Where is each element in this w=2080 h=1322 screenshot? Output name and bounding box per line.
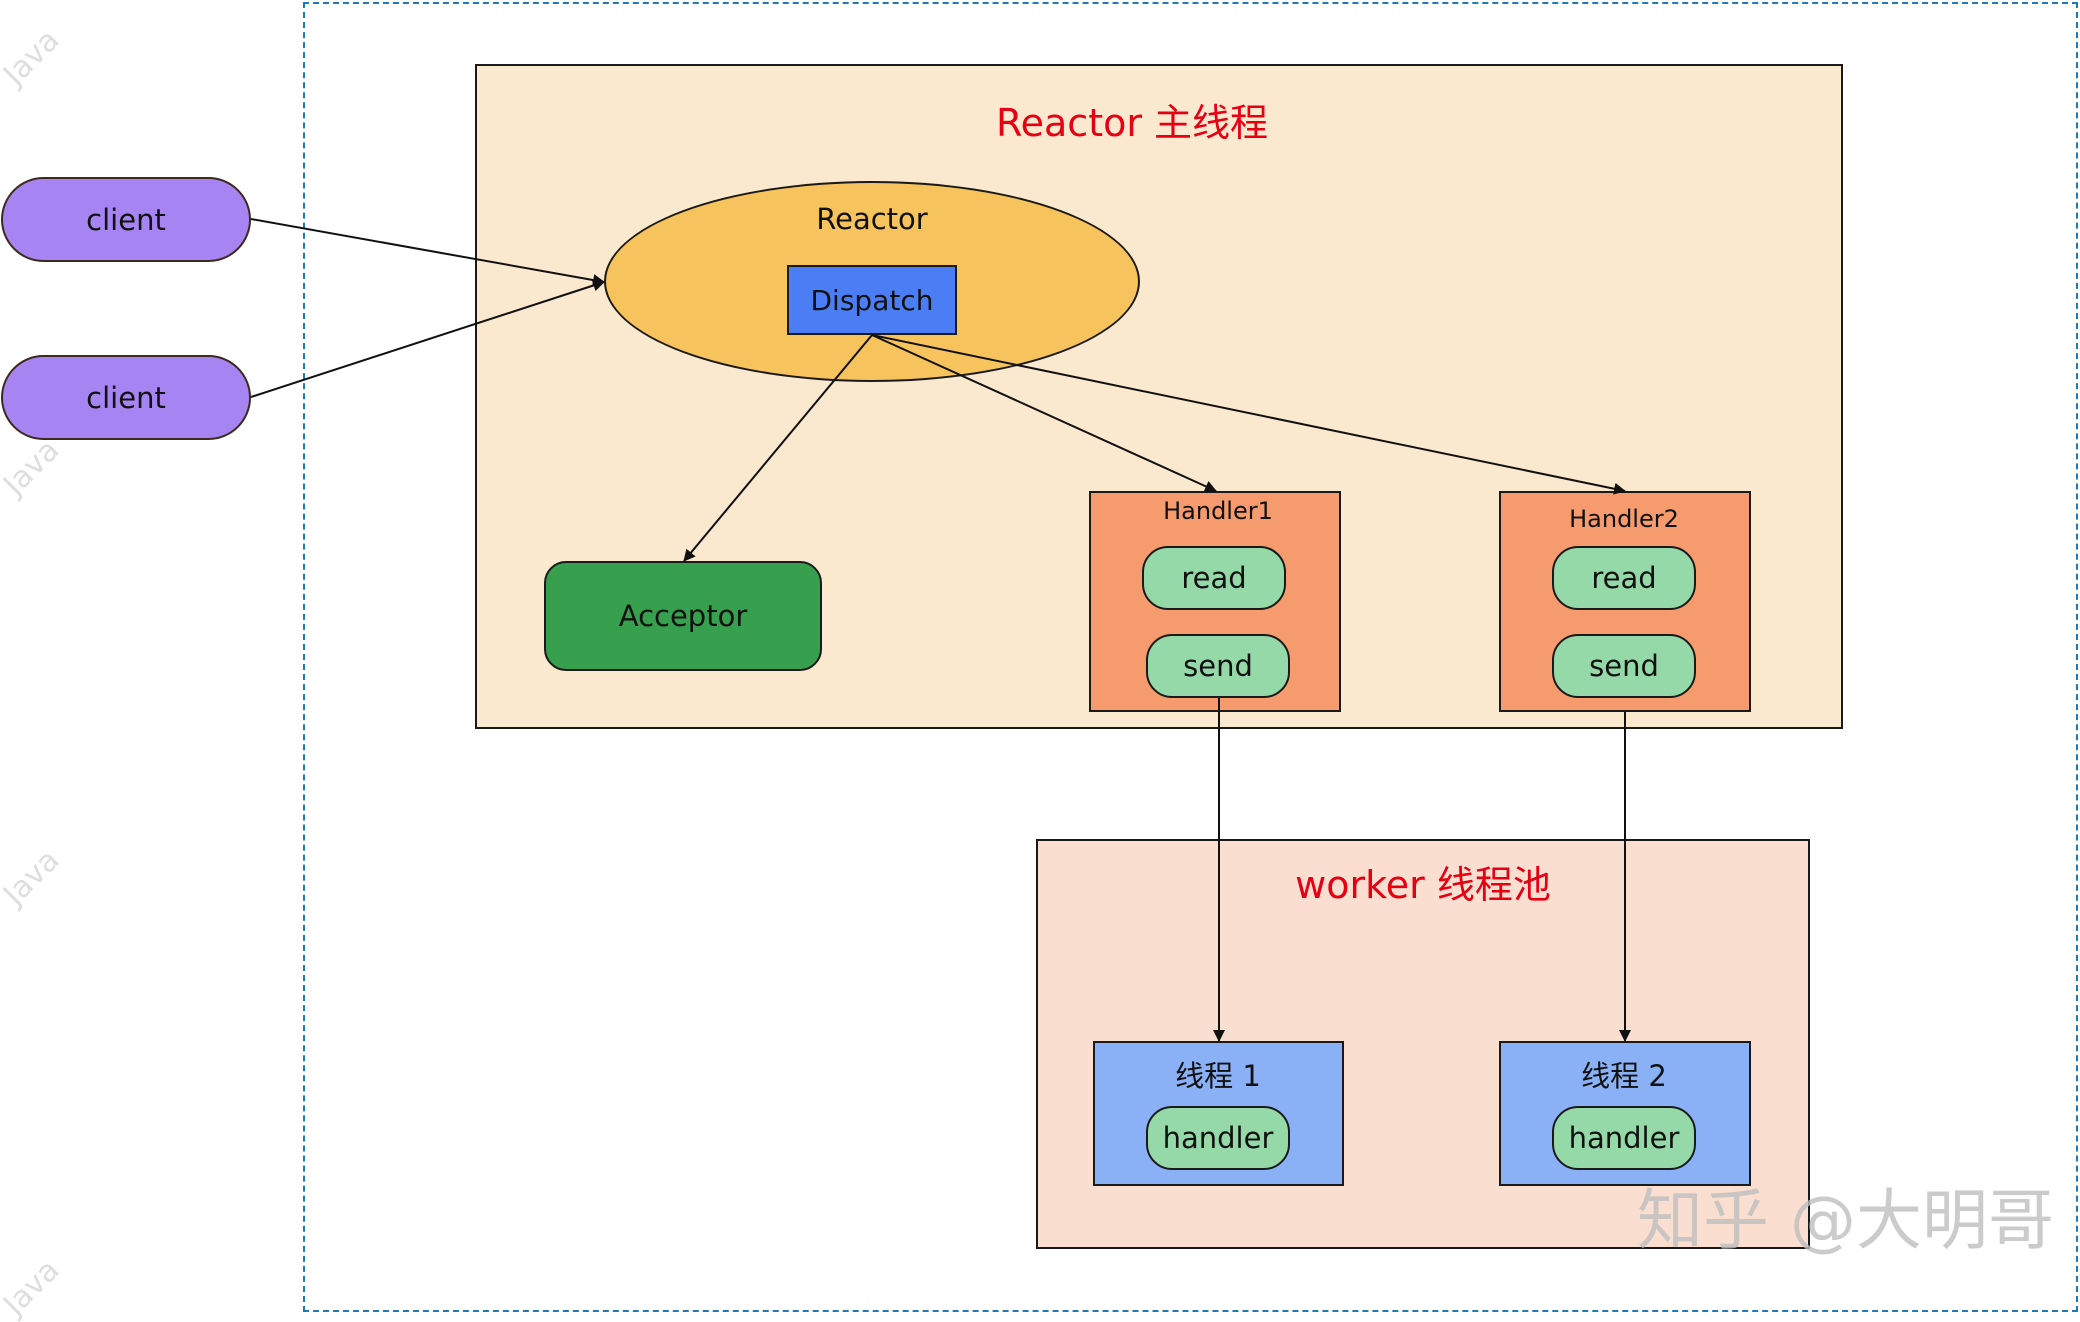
- zhihu-watermark: 知乎 @大明哥: [1637, 1182, 2054, 1259]
- thread2-title: 线程 2: [1581, 1059, 1667, 1093]
- handler1-read: read: [1142, 546, 1286, 610]
- thread1-handler: handler: [1146, 1106, 1290, 1170]
- handler1-send: send: [1146, 634, 1290, 698]
- handler1-title: Handler1: [1163, 497, 1273, 525]
- dispatch-label: Dispatch: [810, 283, 934, 317]
- client-node-1: client: [1, 177, 251, 262]
- outer-dashed-frame: [303, 2, 2078, 1312]
- watermark-java-2: Java: [0, 432, 67, 503]
- watermark-java-4: Java: [0, 1252, 67, 1322]
- handler2-title: Handler2: [1569, 505, 1679, 533]
- thread1-title: 线程 1: [1175, 1059, 1261, 1093]
- reactor-label: Reactor: [816, 202, 928, 236]
- watermark-java-1: Java: [0, 22, 67, 93]
- send-label: send: [1589, 649, 1659, 683]
- read-label: read: [1591, 561, 1657, 595]
- acceptor-node: Acceptor: [544, 561, 822, 671]
- dispatch-node: Dispatch: [787, 265, 957, 335]
- acceptor-label: Acceptor: [618, 599, 748, 633]
- client-node-2: client: [1, 355, 251, 440]
- send-label: send: [1183, 649, 1253, 683]
- read-label: read: [1181, 561, 1247, 595]
- client-label: client: [86, 380, 166, 415]
- client-label: client: [86, 202, 166, 237]
- handler-label: handler: [1568, 1121, 1680, 1155]
- watermark-java-3: Java: [0, 842, 67, 913]
- handler2-read: read: [1552, 546, 1696, 610]
- handler2-send: send: [1552, 634, 1696, 698]
- worker-region-title: worker 线程池: [1295, 863, 1551, 907]
- handler-label: handler: [1162, 1121, 1274, 1155]
- thread2-handler: handler: [1552, 1106, 1696, 1170]
- reactor-region-title: Reactor 主线程: [995, 101, 1269, 145]
